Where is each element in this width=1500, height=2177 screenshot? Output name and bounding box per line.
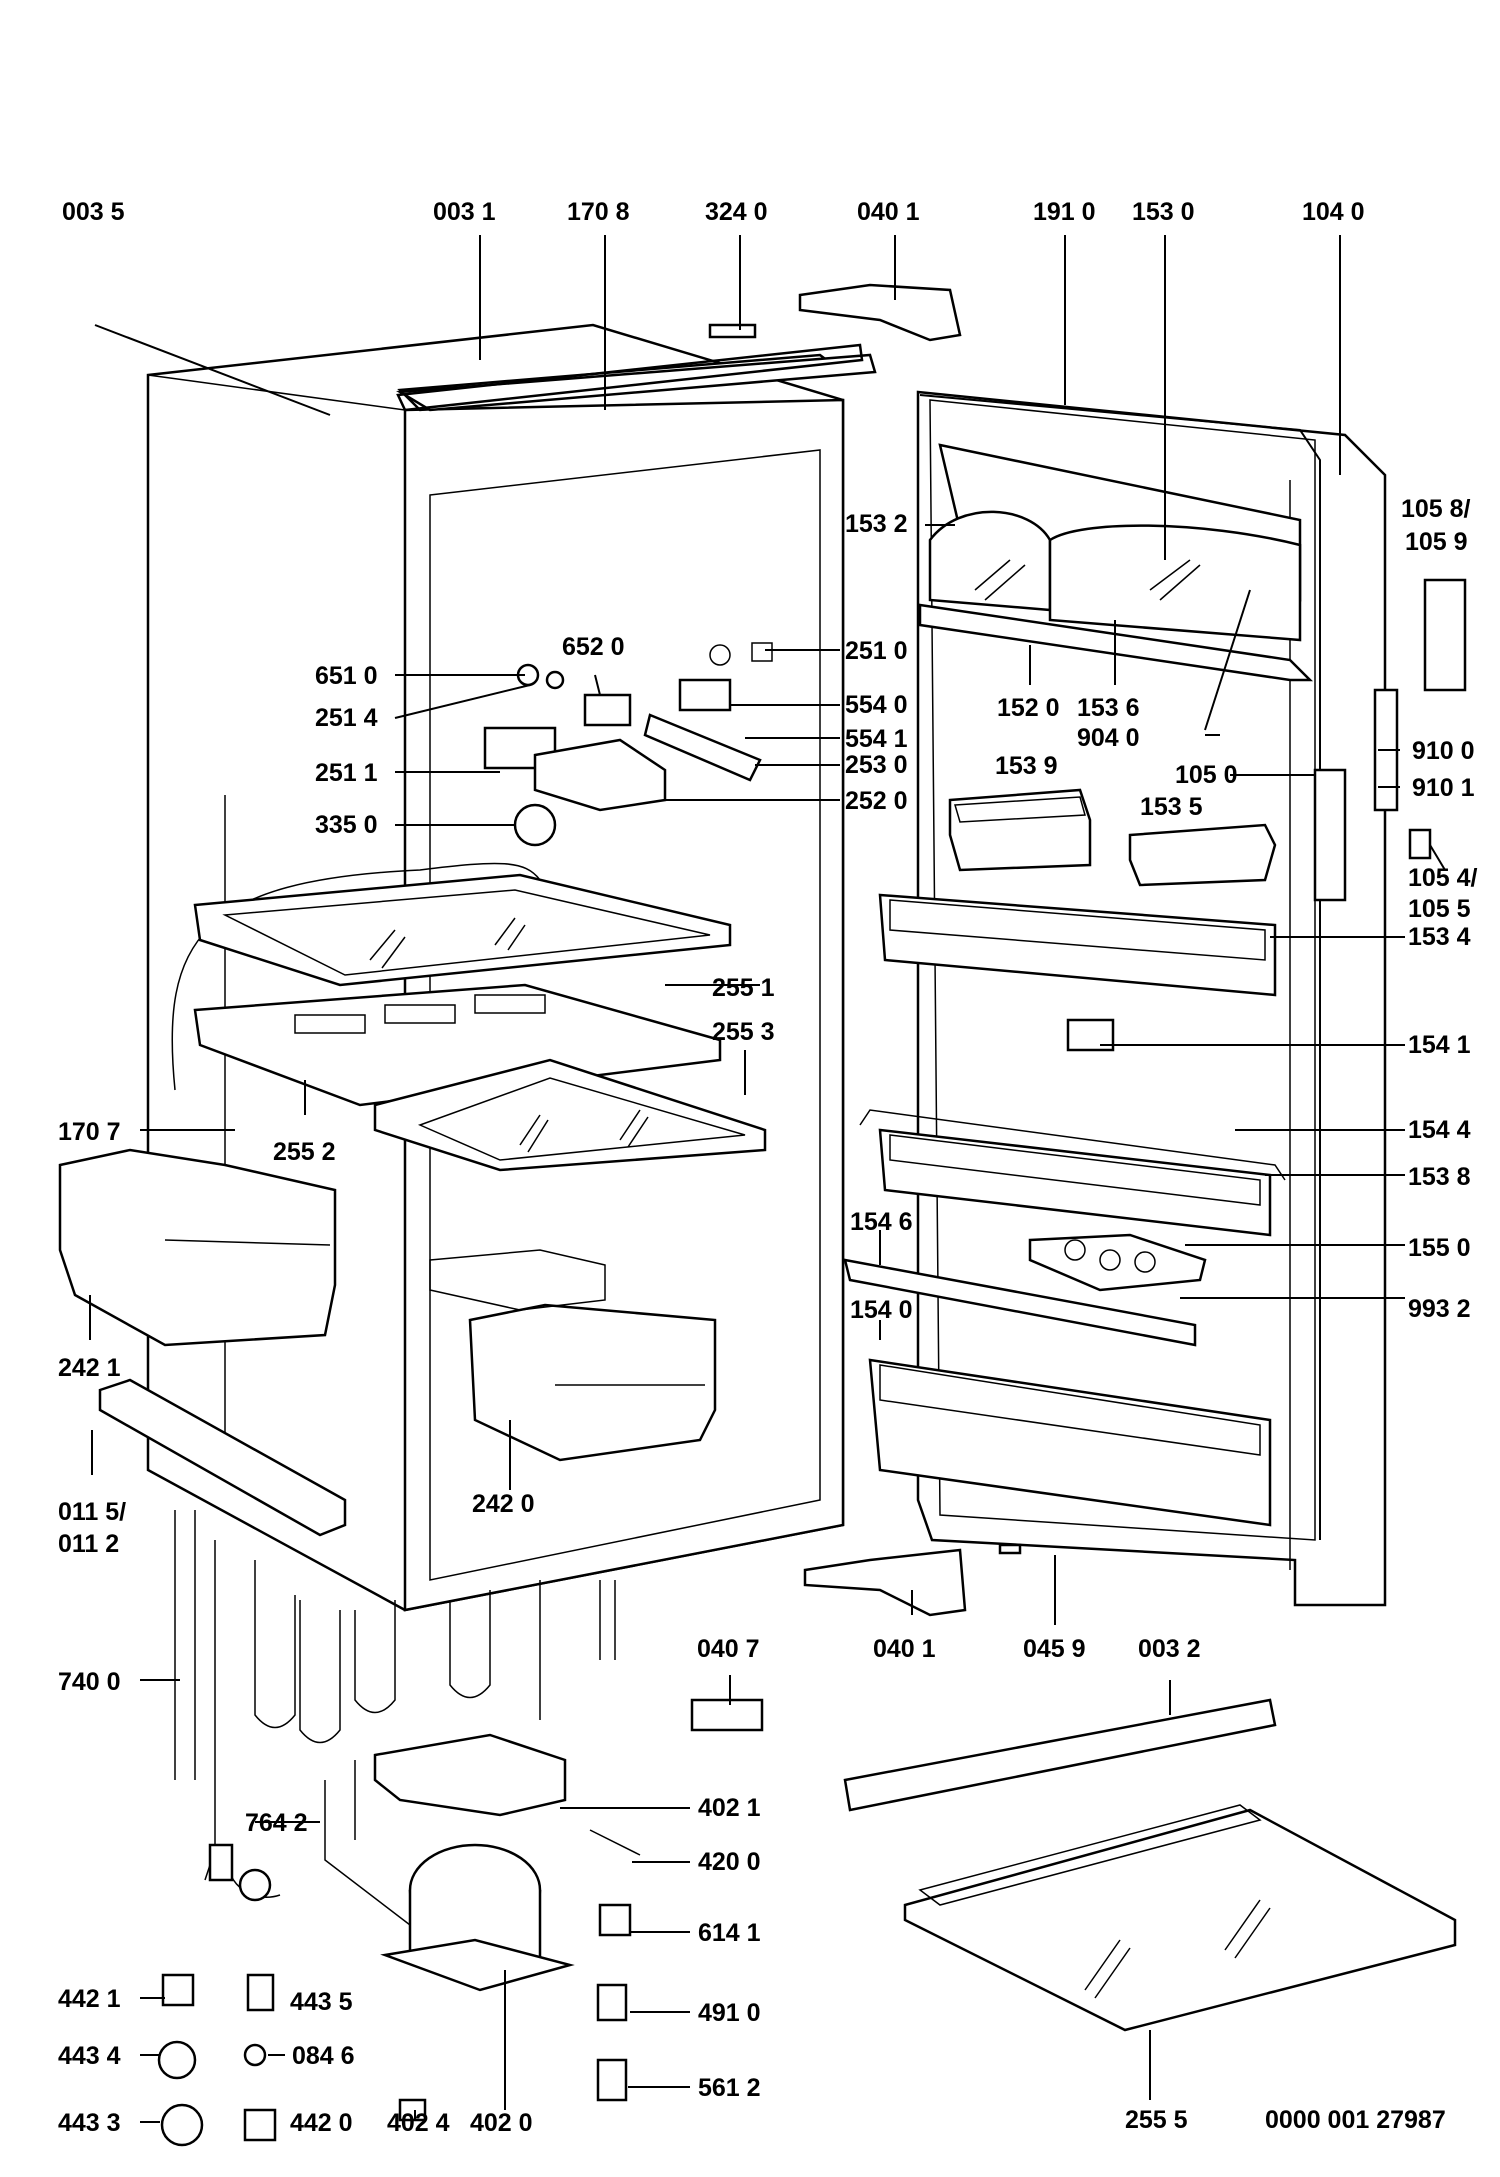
label-1040: 104 0 — [1302, 198, 1365, 226]
label-1539: 153 9 — [995, 752, 1058, 780]
label-4433: 443 3 — [58, 2109, 121, 2137]
egg-tray — [1028, 1233, 1207, 1292]
diagram-reference-number: 0000 001 27987 — [1265, 2106, 1446, 2134]
part-labels: 003 5 003 1 170 8 324 0 040 1 191 0 153 … — [58, 198, 1478, 2137]
label-2551: 255 1 — [712, 974, 775, 1002]
label-4435: 443 5 — [290, 1988, 353, 2016]
leader-lines — [89, 235, 1446, 2123]
label-2514: 251 4 — [315, 704, 378, 732]
label-1707: 170 7 — [58, 1118, 121, 1146]
crisper-drawer-outside — [58, 1148, 337, 1347]
light-thermostat-assembly — [483, 642, 773, 847]
label-0031: 003 1 — [433, 198, 496, 226]
label-1708: 170 8 — [567, 198, 630, 226]
label-2420: 242 0 — [472, 1490, 535, 1518]
door-shelf-middle — [859, 1109, 1286, 1237]
label-1550: 155 0 — [1408, 1234, 1471, 1262]
label-1538: 153 8 — [1408, 1163, 1471, 1191]
label-2555: 255 5 — [1125, 2106, 1188, 2134]
label-4421: 442 1 — [58, 1985, 121, 2013]
door-shelf-bar — [843, 1258, 1197, 1347]
plinth-strip — [843, 1698, 1277, 1812]
bottom-hinge — [803, 1548, 967, 1617]
label-0035: 003 5 — [62, 198, 125, 226]
label-4021: 402 1 — [698, 1794, 761, 1822]
glass-shelf-bottom — [903, 1804, 1457, 2032]
label-4020: 402 0 — [470, 2109, 533, 2137]
label-0407: 040 7 — [697, 1635, 760, 1663]
label-1059: 105 9 — [1405, 528, 1468, 556]
label-1058: 105 8/ — [1401, 495, 1471, 523]
label-3240: 324 0 — [705, 198, 768, 226]
door-hinge-parts — [1066, 578, 1467, 1052]
label-2511: 251 1 — [315, 759, 378, 787]
label-9100: 910 0 — [1412, 737, 1475, 765]
label-6520: 652 0 — [562, 633, 625, 661]
label-5612: 561 2 — [698, 2074, 761, 2102]
label-7400: 740 0 — [58, 1668, 121, 1696]
label-2520: 252 0 — [845, 787, 908, 815]
label-1544: 154 4 — [1408, 1116, 1471, 1144]
door-boxes — [948, 788, 1277, 887]
label-0112: 011 2 — [58, 1530, 119, 1558]
label-1534: 153 4 — [1408, 923, 1471, 951]
label-0115: 011 5/ — [58, 1498, 126, 1526]
door-shelf-upper — [878, 893, 1277, 997]
label-1530: 153 0 — [1132, 198, 1195, 226]
label-1546: 154 6 — [850, 1208, 913, 1236]
bottle-shelf — [868, 1358, 1272, 1527]
label-9101: 910 1 — [1412, 774, 1475, 802]
label-1054: 105 4/ — [1408, 864, 1478, 892]
label-4024: 402 4 — [387, 2109, 450, 2137]
label-1532: 153 2 — [845, 510, 908, 538]
label-1055: 105 5 — [1408, 895, 1471, 923]
label-1535: 153 5 — [1140, 793, 1203, 821]
label-1050: 105 0 — [1175, 761, 1238, 789]
crisper-drawer-inside — [429, 1249, 717, 1462]
label-9040: 904 0 — [1077, 724, 1140, 752]
label-2530: 253 0 — [845, 751, 908, 779]
top-cover-strip — [396, 343, 877, 412]
glass-shelf-upper — [171, 862, 732, 1091]
vent-grille — [98, 1378, 347, 1537]
label-2553: 255 3 — [712, 1018, 775, 1046]
label-0032: 003 2 — [1138, 1635, 1201, 1663]
label-1910: 191 0 — [1033, 198, 1096, 226]
label-7642: 764 2 — [245, 1809, 308, 1837]
label-5541: 554 1 — [845, 725, 908, 753]
label-0459: 045 9 — [1023, 1635, 1086, 1663]
label-1540: 154 0 — [850, 1296, 913, 1324]
label-4200: 420 0 — [698, 1848, 761, 1876]
label-4910: 491 0 — [698, 1999, 761, 2027]
label-1520: 152 0 — [997, 694, 1060, 722]
label-6510: 651 0 — [315, 662, 378, 690]
label-2552: 255 2 — [273, 1138, 336, 1166]
label-2510: 251 0 — [845, 637, 908, 665]
label-0401-bottom: 040 1 — [873, 1635, 936, 1663]
label-6141: 614 1 — [698, 1919, 761, 1947]
small-components — [157, 1543, 1022, 2147]
compressor — [380, 1843, 575, 1992]
label-1536: 153 6 — [1077, 694, 1140, 722]
condenser-coil — [174, 1510, 616, 1780]
label-3350: 335 0 — [315, 811, 378, 839]
label-0846: 084 6 — [292, 2042, 355, 2070]
label-1541: 154 1 — [1408, 1031, 1471, 1059]
label-9932: 993 2 — [1408, 1295, 1471, 1323]
label-0401-top: 040 1 — [857, 198, 920, 226]
label-2421: 242 1 — [58, 1354, 121, 1382]
drip-tray — [373, 1733, 567, 1817]
label-5540: 554 0 — [845, 691, 908, 719]
label-4434: 443 4 — [58, 2042, 121, 2070]
glass-shelf-lower — [373, 1058, 767, 1172]
label-4420: 442 0 — [290, 2109, 353, 2137]
top-hinge — [708, 283, 962, 342]
